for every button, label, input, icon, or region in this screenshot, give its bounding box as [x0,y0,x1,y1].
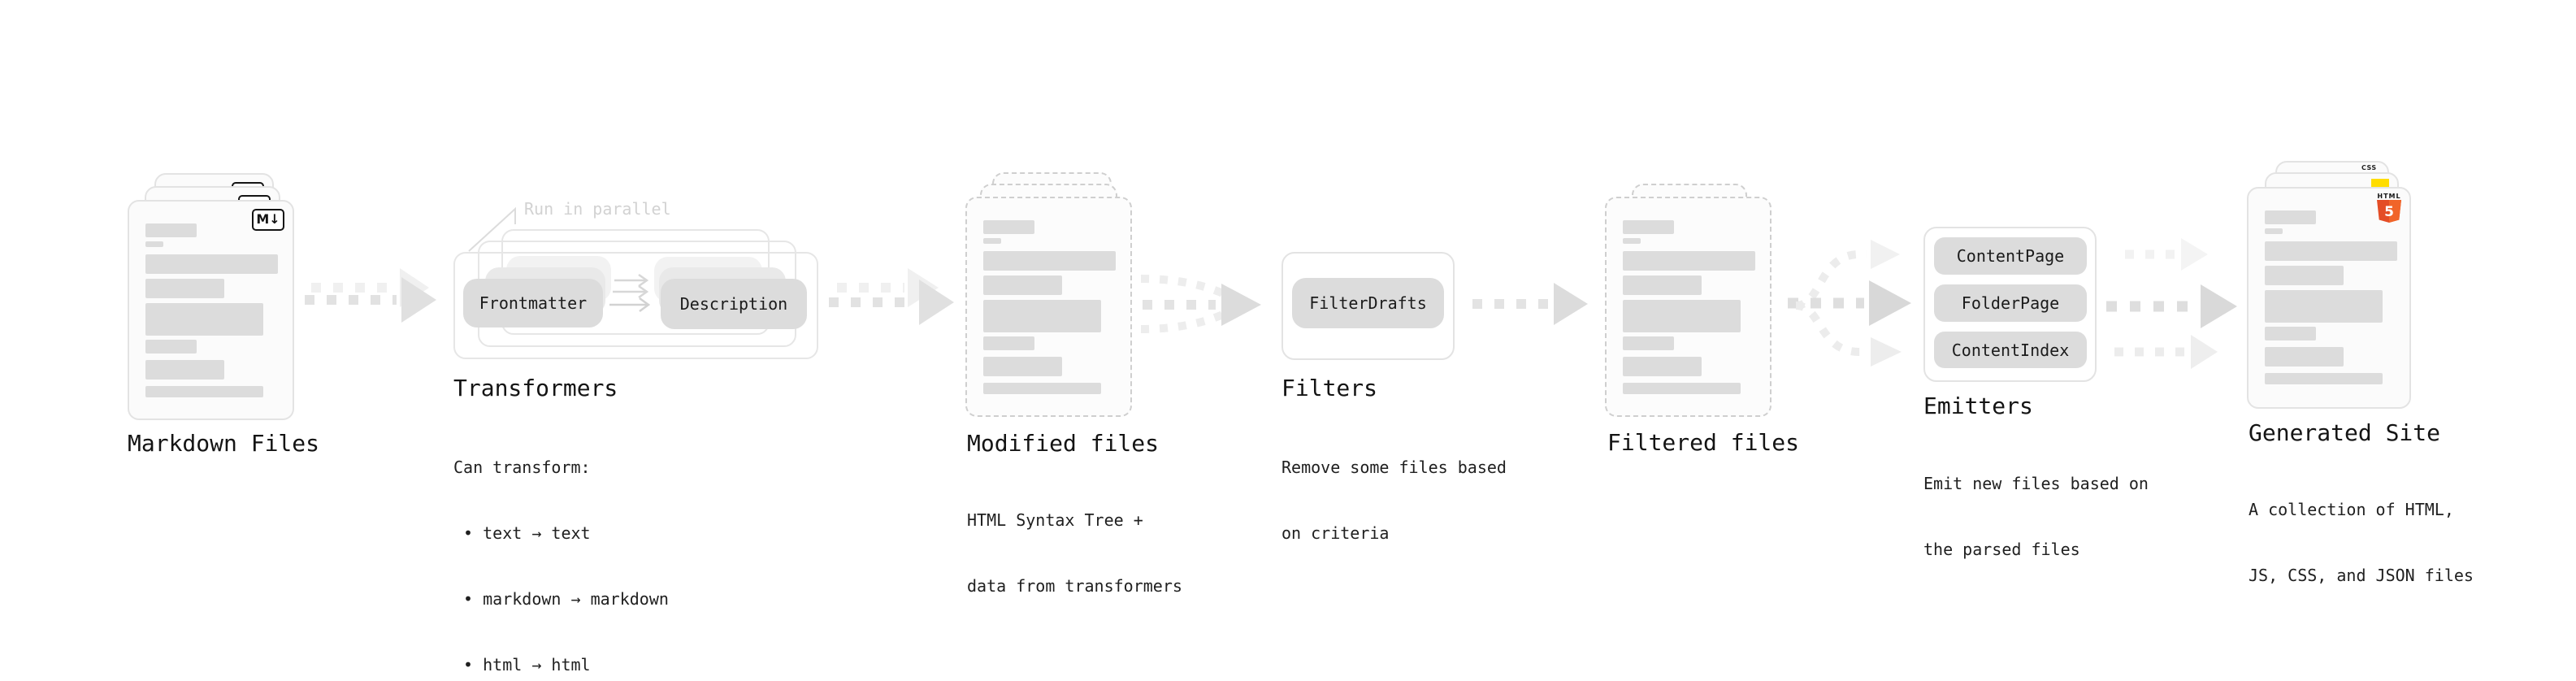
generated-site-caption: A collection of HTML, JS, CSS, and JSON … [2249,455,2474,631]
filterdrafts-pill: FilterDrafts [1292,278,1444,328]
skeleton-line [2265,347,2344,367]
filters-caption: Remove some files based on criteria [1281,413,1507,588]
transformer-parallel-arrows-icon [609,273,651,313]
caption-line: • text → text [453,523,591,543]
generated-html-card: HTML 5 [2247,187,2411,409]
skeleton-line [145,254,278,274]
caption-line: the parsed files [1923,540,2080,559]
skeleton-line [2265,241,2397,261]
skeleton-line [2265,228,2283,234]
emitters-caption: Emit new files based on the parsed files [1923,429,2149,605]
stage-title-filtered-files: Filtered files [1607,429,1800,456]
skeleton-line [983,357,1062,376]
skeleton-line [983,220,1034,234]
css-badge-label: CSS [2361,164,2377,171]
arrow-filtered-to-emitters [1788,240,1911,367]
skeleton-line [1623,220,1674,234]
skeleton-line [983,300,1101,332]
skeleton-line [145,360,224,380]
skeleton-line [145,340,197,354]
filtered-file-card-front [1605,197,1772,417]
stage-title-transformers: Transformers [453,375,618,401]
caption-line: • html → html [453,655,591,674]
caption-line: data from transformers [967,576,1182,596]
skeleton-line [2265,266,2344,285]
stage-title-modified-files: Modified files [967,430,1160,457]
skeleton-line [2265,290,2383,323]
arrow-markdown-to-transformers [305,268,436,323]
skeleton-line [145,303,263,336]
run-in-parallel-annotation: Run in parallel [524,199,671,219]
document-skeleton [1623,198,1786,394]
contentindex-pill: ContentIndex [1934,332,2087,368]
arrow-transformers-to-modified [829,268,954,325]
stage-title-generated-site: Generated Site [2249,419,2441,446]
frontmatter-pill: Frontmatter [463,279,603,327]
document-skeleton [983,198,1147,394]
skeleton-line [983,275,1062,295]
caption-line: Emit new files based on [1923,474,2149,493]
skeleton-line [983,251,1116,271]
description-pill: Description [661,279,807,329]
markdown-file-card-front: M↓ [128,200,294,420]
arrow-emitters-to-generated [2106,238,2237,369]
caption-line: Can transform: [453,458,591,477]
folderpage-pill: FolderPage [1934,284,2087,322]
svg-text:5: 5 [2384,204,2394,220]
skeleton-line [1623,383,1741,394]
skeleton-line [2265,327,2316,340]
caption-line: Remove some files based [1281,458,1507,477]
caption-line: JS, CSS, and JSON files [2249,566,2474,585]
stage-title-filters: Filters [1281,375,1378,401]
skeleton-line [983,238,1001,244]
skeleton-line [2265,210,2316,224]
modified-file-card-front [965,197,1132,417]
html5-shield: 5 [2377,200,2401,223]
caption-line: on criteria [1281,523,1390,543]
contentpage-pill: ContentPage [1934,237,2087,275]
skeleton-line [1623,275,1702,295]
skeleton-line [1623,238,1641,244]
caption-line: • markdown → markdown [453,589,669,609]
skeleton-line [983,383,1101,394]
transformer-group-box-front [453,252,818,359]
skeleton-line [145,386,263,397]
transformers-caption: Can transform: • text → text • markdown … [453,413,669,681]
caption-line: HTML Syntax Tree + [967,510,1143,530]
arrow-modified-to-filters [1140,275,1261,333]
stage-title-markdown-files: Markdown Files [128,430,320,457]
skeleton-line [1623,300,1741,332]
document-skeleton [2265,189,2426,384]
modified-files-caption: HTML Syntax Tree + data from transformer… [967,466,1182,641]
arrow-filters-to-filtered [1472,283,1588,325]
html5-icon: HTML 5 [2377,193,2401,226]
skeleton-line [983,336,1034,350]
skeleton-line [1623,336,1674,350]
skeleton-line [1623,357,1702,376]
markdown-icon: M↓ [252,209,284,231]
stage-title-emitters: Emitters [1923,393,2033,419]
skeleton-line [1623,251,1755,271]
skeleton-line [145,241,163,247]
document-skeleton [145,202,309,397]
js-icon [2371,179,2389,189]
annotation-leader-line [468,206,516,252]
html5-badge-label: HTML [2377,193,2401,200]
caption-line: A collection of HTML, [2249,500,2454,519]
skeleton-line [145,279,224,298]
skeleton-line [145,223,197,237]
skeleton-line [2265,373,2383,384]
